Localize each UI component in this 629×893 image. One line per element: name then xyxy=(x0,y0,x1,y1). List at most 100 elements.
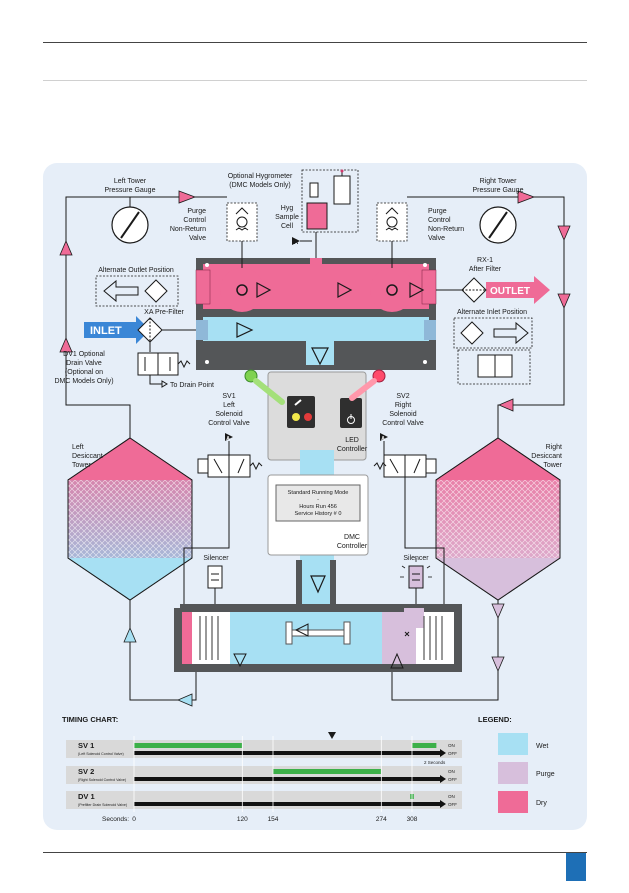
header-rule xyxy=(43,42,587,43)
outlet-arrow: OUTLET xyxy=(486,276,550,304)
timing-tick-label: 0 xyxy=(132,816,136,823)
timing-on-label: ON xyxy=(448,769,455,774)
led-l2: Controller xyxy=(337,446,368,453)
timing-row-sub: (Right Solenoid Control Valve) xyxy=(78,778,126,782)
top-manifold xyxy=(195,232,437,370)
display-line3: Hours Run 456 xyxy=(299,504,337,510)
timing-on-label: ON xyxy=(448,794,455,799)
timing-chart: TIMING CHART: SV 1 (Left Solenoid Control… xyxy=(62,715,462,823)
right-desiccant-tower xyxy=(435,437,561,601)
timing-row-name: DV 1 xyxy=(78,792,95,801)
left-purge-l1: Purge xyxy=(187,208,206,215)
timing-tick-label: 154 xyxy=(268,816,279,823)
timing-off-label: OFF xyxy=(448,777,457,782)
dv1-valve-icon xyxy=(137,352,191,388)
timing-tick-label: 120 xyxy=(237,816,248,823)
right-purge-l3: Non-Return xyxy=(428,226,464,233)
timing-tick-label: 274 xyxy=(376,816,387,823)
hyg-l1: Hyg xyxy=(281,205,294,212)
alt-inlet-label: Alternate Inlet Position xyxy=(457,309,527,316)
right-tower-l2: Desiccant xyxy=(531,453,562,460)
legend-label-purge: Purge xyxy=(536,771,555,778)
display-line2: - xyxy=(317,497,319,503)
outlet-label: OUTLET xyxy=(490,286,530,297)
dv1-l1: DV1 Optional xyxy=(63,351,105,358)
sv2-l2: Right xyxy=(395,402,411,409)
sv1-l2: Left xyxy=(223,402,235,409)
dv1-l3: (Optional on xyxy=(65,369,103,376)
dv1-l4: DMC Models Only) xyxy=(54,378,113,385)
timing-arrow-icon xyxy=(440,775,446,783)
rx1-l2: After Filter xyxy=(469,266,502,273)
led-controller xyxy=(244,369,386,461)
svg-text:Pressure Gauge: Pressure Gauge xyxy=(473,187,524,194)
xa-prefilter-icon xyxy=(137,317,163,352)
sv1-valve-icon xyxy=(183,433,263,612)
hyg-l3: Cell xyxy=(281,223,294,230)
silencer-left-label: Silencer xyxy=(203,555,229,562)
legend-swatch-purge xyxy=(498,762,528,784)
legend-label-dry: Dry xyxy=(536,800,547,807)
sv2-valve-icon xyxy=(373,433,445,612)
timing-row: DV 1(Prefilter Drain Solenoid Valve)ONOF… xyxy=(66,791,462,809)
timing-off-bar xyxy=(134,777,440,781)
hyg-l2: Sample xyxy=(275,214,299,221)
left-purge-l4: Valve xyxy=(189,235,206,242)
flow-arrows-purge xyxy=(491,603,505,673)
timing-tick-label: 308 xyxy=(407,816,418,823)
page-badge xyxy=(566,853,586,881)
sv1-l3: Solenoid xyxy=(215,411,242,418)
hygrometer-l2: (DMC Models Only) xyxy=(229,182,290,189)
right-gauge-l1: Right Tower xyxy=(480,178,518,185)
left-gauge-l1: Left Tower xyxy=(114,178,147,185)
sv1-l4: Control Valve xyxy=(208,420,250,427)
legend-label-wet: Wet xyxy=(536,743,548,750)
sv2-l4: Control Valve xyxy=(382,420,424,427)
dmc-l1: DMC xyxy=(344,534,360,541)
left-gauge-l2: Pressure Gauge xyxy=(105,187,156,194)
xa-label: XA Pre-Filter xyxy=(144,309,184,316)
seconds-label: Seconds: xyxy=(102,816,129,823)
right-pressure-gauge-icon xyxy=(479,206,517,244)
timing-title: TIMING CHART: xyxy=(62,715,118,724)
a-marker-top xyxy=(292,237,312,245)
a-marker-top-label: A xyxy=(294,240,299,246)
left-tower-l2: Desiccant xyxy=(72,453,103,460)
timing-marker-icon xyxy=(328,732,336,739)
left-purge-l2: Control xyxy=(183,217,206,224)
timing-row-sub: (Left Solenoid Control Valve) xyxy=(78,752,124,756)
hygrometer xyxy=(301,169,359,233)
sub-header-rule xyxy=(43,80,587,81)
left-tower-l3: Tower xyxy=(72,462,91,469)
flow-arrows-wet xyxy=(123,626,193,707)
flow-arrows xyxy=(59,190,571,412)
inlet-arrow: INLET xyxy=(84,316,150,344)
legend: LEGEND: Wet Purge Dry xyxy=(478,715,555,813)
left-desiccant-tower xyxy=(67,437,193,601)
hygrometer-l1: Optional Hygrometer xyxy=(228,173,293,180)
timing-row-name: SV 1 xyxy=(78,741,94,750)
rx1-afterfilter-icon xyxy=(461,277,487,303)
alt-outlet-label: Alternate Outlet Position xyxy=(98,267,174,274)
right-gauge-l2: Pressure Gauge xyxy=(473,187,524,194)
left-tower-l1: Left xyxy=(72,444,84,451)
timing-row: SV 2(Right Solenoid Control Valve)ONOFF2… xyxy=(66,760,462,784)
timing-row-sub: (Prefilter Drain Solenoid Valve) xyxy=(78,803,127,807)
timing-arrow-icon xyxy=(440,800,446,808)
silencer-right-label: Silencer xyxy=(403,555,429,562)
dmc-l2: Controller xyxy=(337,543,368,550)
timing-arrow-icon xyxy=(440,749,446,757)
sv1-l1: SV1 xyxy=(222,393,235,400)
svg-text:Right Tower: Right Tower xyxy=(480,178,518,185)
rx1-l1: RX-1 xyxy=(477,257,493,264)
timing-on-label: ON xyxy=(448,743,455,748)
right-tower-l3: Tower xyxy=(543,462,562,469)
right-purge-l1: Purge xyxy=(428,208,447,215)
right-purge-l2: Control xyxy=(428,217,451,224)
diagram-labels: Left Tower Pressure Gauge Right Tower Pr… xyxy=(54,173,562,562)
timing-row-bg xyxy=(66,740,462,758)
left-pressure-gauge-icon xyxy=(111,206,149,244)
footer-rule xyxy=(43,852,587,853)
